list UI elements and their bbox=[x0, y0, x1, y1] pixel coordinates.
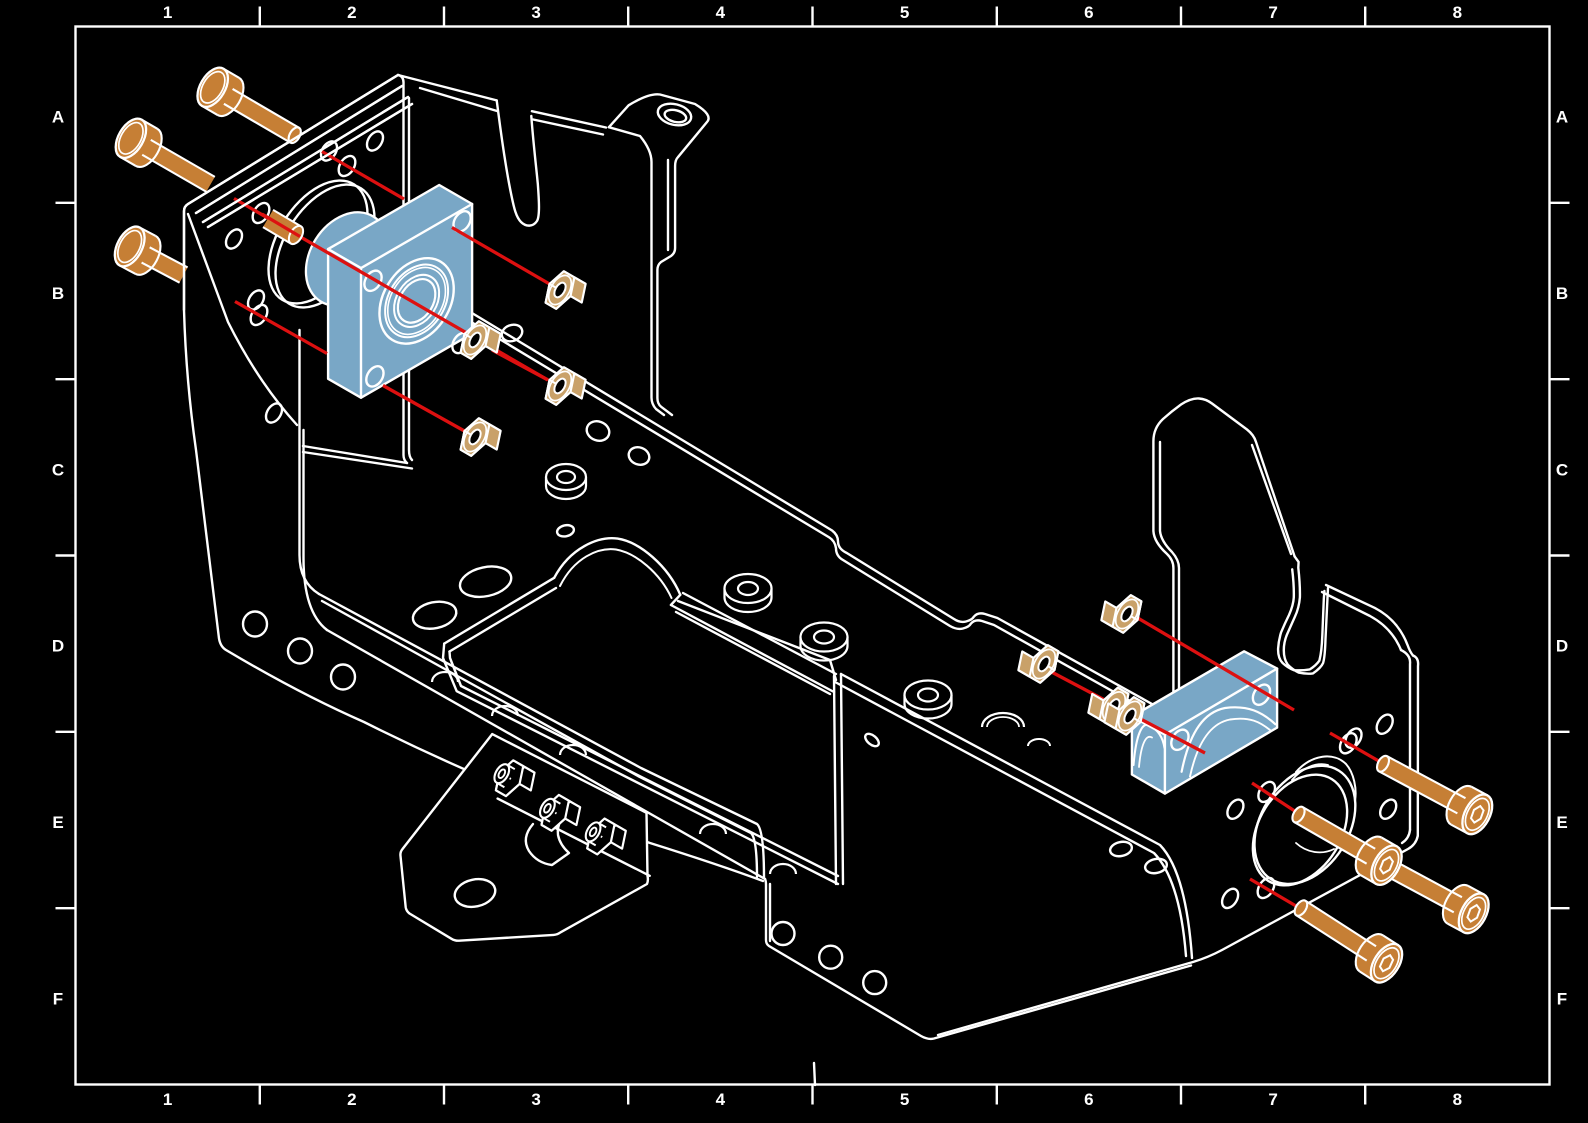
svg-text:4: 4 bbox=[716, 3, 726, 22]
svg-text:5: 5 bbox=[900, 3, 909, 22]
svg-text:8: 8 bbox=[1453, 1090, 1462, 1109]
svg-text:A: A bbox=[52, 108, 64, 127]
svg-text:5: 5 bbox=[900, 1090, 909, 1109]
svg-text:4: 4 bbox=[716, 1090, 726, 1109]
svg-text:1: 1 bbox=[163, 1090, 172, 1109]
svg-text:1: 1 bbox=[163, 3, 172, 22]
svg-text:D: D bbox=[52, 637, 64, 656]
svg-text:3: 3 bbox=[531, 1090, 540, 1109]
svg-text:2: 2 bbox=[347, 3, 356, 22]
svg-text:3: 3 bbox=[531, 3, 540, 22]
svg-text:B: B bbox=[1556, 284, 1568, 303]
svg-text:6: 6 bbox=[1084, 3, 1093, 22]
svg-text:F: F bbox=[53, 989, 63, 1008]
svg-text:C: C bbox=[52, 460, 64, 479]
svg-text:E: E bbox=[52, 813, 63, 832]
svg-text:2: 2 bbox=[347, 1090, 356, 1109]
svg-text:D: D bbox=[1556, 637, 1568, 656]
svg-text:7: 7 bbox=[1268, 3, 1277, 22]
svg-text:6: 6 bbox=[1084, 1090, 1093, 1109]
svg-text:B: B bbox=[52, 284, 64, 303]
svg-text:8: 8 bbox=[1453, 3, 1462, 22]
svg-text:7: 7 bbox=[1268, 1090, 1277, 1109]
svg-text:A: A bbox=[1556, 108, 1568, 127]
svg-text:F: F bbox=[1557, 989, 1567, 1008]
svg-text:E: E bbox=[1556, 813, 1567, 832]
svg-text:C: C bbox=[1556, 460, 1568, 479]
